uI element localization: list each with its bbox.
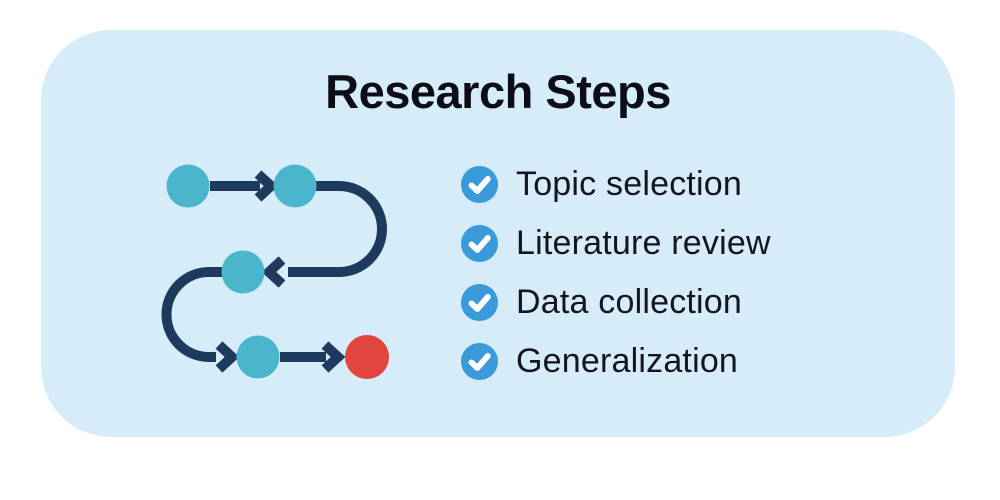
research-steps-card: Research Steps Topic se [41,30,955,437]
checklist-item: Topic selection [461,166,771,203]
flow-u-turn-right [288,181,387,277]
checklist-item: Data collection [461,284,771,321]
check-icon [461,166,498,203]
arrow-right-icon [215,341,240,373]
arrow-right-icon [321,341,346,373]
check-icon [461,343,498,380]
flow-node-3 [221,250,265,294]
checklist: Topic selection Literature review Data c… [461,166,771,380]
arrow-left-icon [261,256,286,288]
flow-node-1 [166,164,210,208]
arrow-right-icon [254,170,279,202]
process-flow-diagram [161,164,389,379]
checklist-item-label: Generalization [516,342,739,380]
checklist-item-label: Topic selection [516,165,743,203]
flow-u-turn-left [161,267,243,362]
flow-node-4 [236,335,280,379]
checklist-item: Generalization [461,343,771,380]
checklist-item-label: Literature review [516,224,771,262]
check-icon [461,284,498,321]
flow-node-end [345,335,389,379]
checklist-item-label: Data collection [516,283,743,321]
check-icon [461,225,498,262]
checklist-item: Literature review [461,225,771,262]
flow-node-2 [273,164,317,208]
page-title: Research Steps [325,65,671,118]
